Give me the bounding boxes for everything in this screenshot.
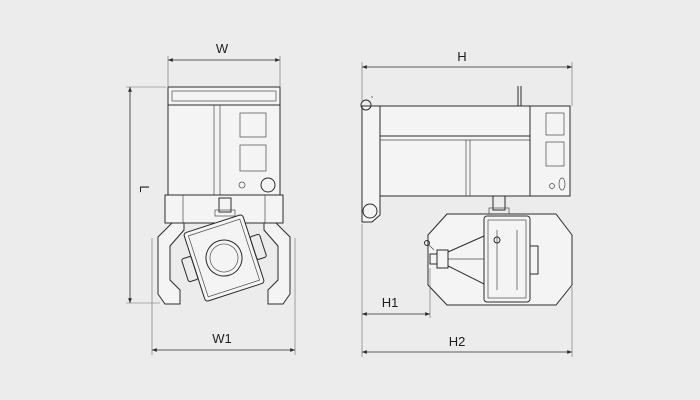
label-h: H [457,49,466,64]
front-coupling [218,197,232,213]
side-view [360,86,573,306]
side-bracket-left [361,105,381,223]
dimensions [126,56,573,357]
front-drum [181,214,267,302]
dimension-labels: W L W1 H H1 H2 [137,41,467,349]
front-cabinet [167,104,281,196]
front-arm-right [263,222,291,305]
side-pivot-bottom [362,203,378,219]
front-view [157,86,291,305]
label-w: W [216,41,229,56]
label-l: L [137,185,152,192]
front-arm-left [157,222,185,305]
front-knob [260,177,276,193]
label-w1: W1 [212,331,232,346]
front-indicator [238,181,246,189]
side-coupling [492,195,506,211]
front-panel-lower [239,144,267,172]
front-top-frame [167,86,281,106]
side-drum [483,215,531,303]
front-panel-upper [239,112,267,138]
side-control-box [529,105,571,197]
label-h2: H2 [449,334,466,349]
label-h1: H1 [382,295,399,310]
side-valve [424,240,430,246]
side-pivot-top [360,99,372,111]
side-drum-flange [529,245,539,275]
side-cabinet [379,105,531,197]
